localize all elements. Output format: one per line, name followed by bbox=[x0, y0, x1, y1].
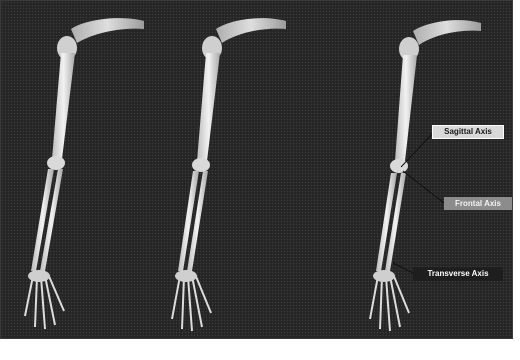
arm-skeleton-left bbox=[25, 18, 144, 329]
arm-skeleton-middle bbox=[172, 18, 286, 331]
sagittal-axis-label: Sagittal Axis bbox=[432, 125, 504, 139]
frontal-axis-label: Frontal Axis bbox=[444, 197, 512, 210]
transverse-axis-label: Transverse Axis bbox=[413, 267, 503, 281]
transverse-leader-line bbox=[393, 263, 413, 273]
frontal-leader-line bbox=[403, 171, 444, 203]
arm-skeleton-illustration bbox=[1, 1, 514, 340]
image-panel: Sagittal Axis Frontal Axis Transverse Ax… bbox=[0, 0, 513, 339]
arm-skeleton-right bbox=[370, 20, 481, 331]
